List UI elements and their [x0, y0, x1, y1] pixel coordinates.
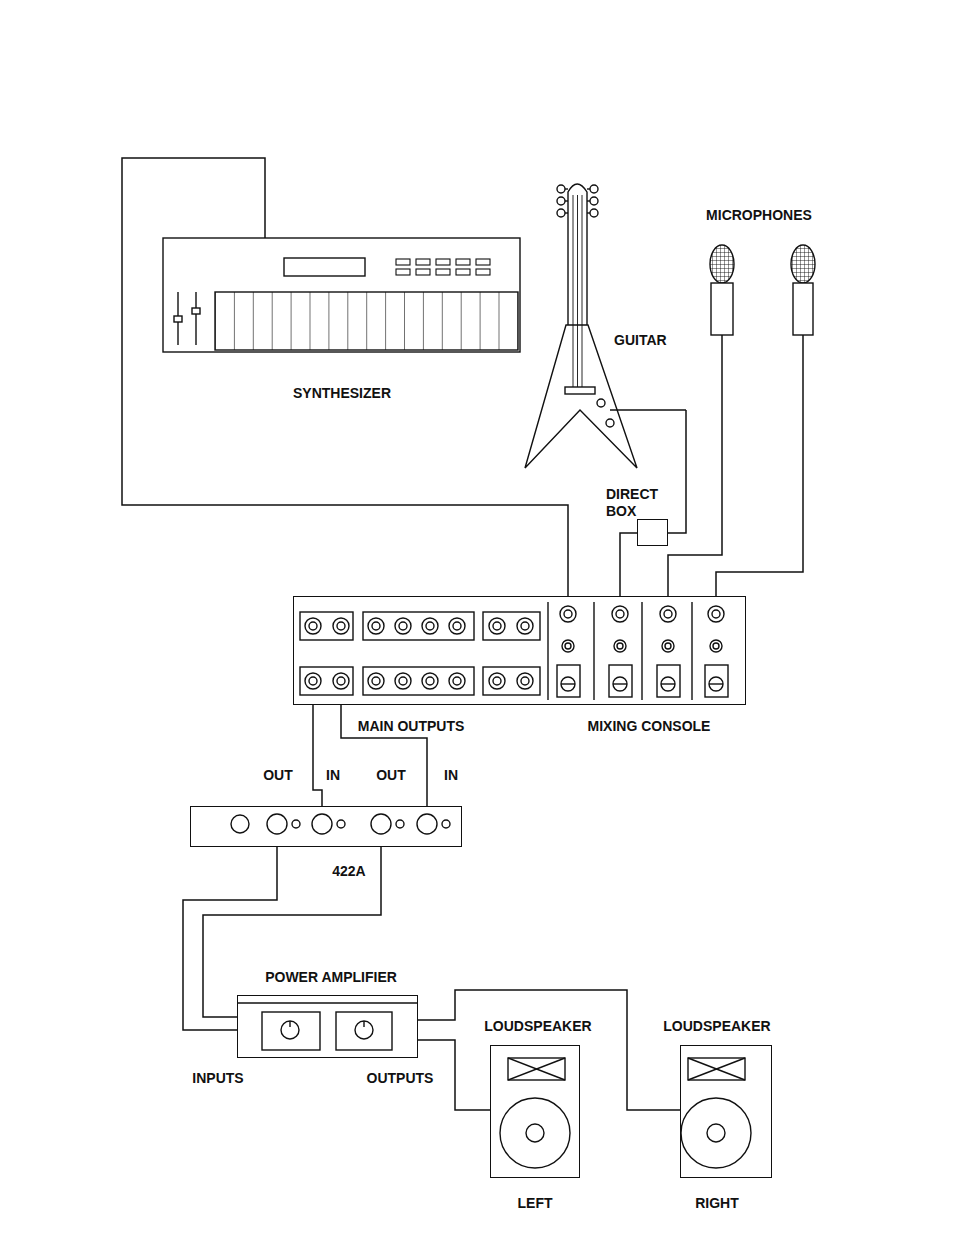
amplifier-knobs — [237, 1003, 418, 1050]
speaker-drivers — [500, 1058, 751, 1168]
node-label: SYNTHESIZER — [293, 385, 391, 402]
cable — [620, 533, 637, 596]
node-label: 422A — [332, 863, 365, 880]
mixing-console: MAIN OUTPUTSMIXING CONSOLE — [293, 596, 746, 705]
loudspeaker-left: LOUDSPEAKERLEFT — [490, 1045, 580, 1178]
console-jacks — [300, 602, 728, 700]
node-label: OUTPUTS — [367, 1070, 434, 1087]
cable — [716, 335, 803, 596]
jack-label: IN — [326, 767, 340, 784]
node-label: MICROPHONES — [706, 207, 812, 224]
node-label: DIRECT BOX — [606, 486, 670, 520]
guitar: GUITAR — [520, 178, 686, 470]
jack-label: OUT — [376, 767, 406, 784]
guitar-cable-stub — [610, 409, 686, 410]
cable — [668, 410, 686, 533]
node-label: RIGHT — [695, 1195, 739, 1212]
synthesizer-drawing — [163, 238, 520, 352]
synthesizer: SYNTHESIZER — [163, 238, 520, 406]
node-label: INPUTS — [192, 1070, 243, 1087]
cable — [668, 335, 722, 596]
loudspeaker-right: LOUDSPEAKERRIGHT — [680, 1045, 772, 1178]
cable — [183, 847, 277, 1030]
cable — [122, 158, 568, 596]
node-label: LOUDSPEAKER — [663, 1018, 770, 1035]
microphones: MICROPHONES — [695, 205, 823, 335]
node-label: LEFT — [518, 1195, 553, 1212]
node-label: MIXING CONSOLE — [588, 718, 711, 735]
cable — [313, 705, 322, 806]
jack-label: IN — [444, 767, 458, 784]
power-amplifier: POWER AMPLIFIERINPUTSOUTPUTS — [237, 995, 418, 1058]
microphone-drawings — [710, 245, 815, 335]
cable — [418, 990, 680, 1110]
direct-box: DIRECT BOX — [637, 519, 668, 546]
processor-422a: 422A — [190, 806, 462, 847]
node-label: MAIN OUTPUTS — [358, 718, 465, 735]
jack-label: OUT — [263, 767, 293, 784]
cable — [203, 847, 381, 1017]
node-label: POWER AMPLIFIER — [265, 969, 397, 986]
guitar-drawing — [525, 184, 686, 468]
node-label: GUITAR — [614, 332, 667, 349]
processor-jacks — [231, 814, 450, 834]
node-label: LOUDSPEAKER — [484, 1018, 591, 1035]
